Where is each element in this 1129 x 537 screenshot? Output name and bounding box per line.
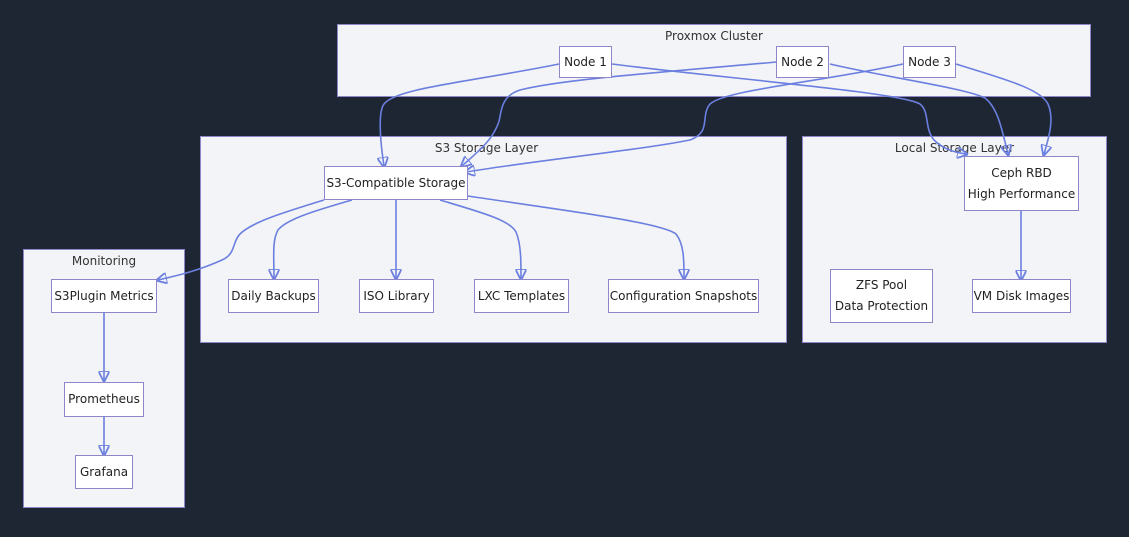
ceph-rbd-label: Ceph RBD <box>991 165 1052 180</box>
vm-disk-images-node[interactable]: VM Disk Images <box>972 279 1071 313</box>
cluster-s3-title: S3 Storage Layer <box>434 141 539 155</box>
prometheus-label: Prometheus <box>68 392 140 406</box>
node-2-label: Node 2 <box>781 54 824 69</box>
daily-backups-node[interactable]: Daily Backups <box>228 279 319 313</box>
daily-backups-label: Daily Backups <box>231 288 316 303</box>
zfs-pool-sublabel: Data Protection <box>834 299 929 313</box>
s3plugin-metrics-node[interactable]: S3Plugin Metrics <box>51 279 157 313</box>
lxc-templates-node[interactable]: LXC Templates <box>474 279 569 313</box>
lxc-templates-label: LXC Templates <box>477 288 566 303</box>
prometheus-node[interactable]: Prometheus <box>64 382 144 417</box>
zfs-pool-node[interactable]: ZFS Pool Data Protection <box>830 269 933 323</box>
cluster-proxmox: Proxmox Cluster <box>337 24 1091 97</box>
iso-library-node[interactable]: ISO Library <box>359 279 434 313</box>
iso-library-label: ISO Library <box>363 288 430 303</box>
node-2[interactable]: Node 2 <box>776 46 829 78</box>
s3-compatible-storage-label: S3-Compatible Storage <box>326 175 466 190</box>
ceph-rbd-node[interactable]: Ceph RBD High Performance <box>964 156 1079 211</box>
node-1-label: Node 1 <box>564 54 607 69</box>
cluster-proxmox-title: Proxmox Cluster <box>665 29 763 43</box>
cluster-monitoring-title: Monitoring <box>71 254 137 268</box>
s3plugin-metrics-label: S3Plugin Metrics <box>54 288 154 303</box>
grafana-node[interactable]: Grafana <box>75 455 133 489</box>
s3-compatible-storage-node[interactable]: S3-Compatible Storage <box>324 166 468 200</box>
configuration-snapshots-label: Configuration Snapshots <box>609 288 758 303</box>
node-3-label: Node 3 <box>908 54 951 69</box>
configuration-snapshots-node[interactable]: Configuration Snapshots <box>608 279 759 313</box>
grafana-label: Grafana <box>79 464 129 479</box>
ceph-rbd-sublabel: High Performance <box>967 186 1076 201</box>
cluster-local-title: Local Storage Layer <box>894 141 1015 155</box>
vm-disk-images-label: VM Disk Images <box>973 288 1070 303</box>
zfs-pool-label: ZFS Pool <box>855 278 908 292</box>
node-3[interactable]: Node 3 <box>903 46 956 78</box>
node-1[interactable]: Node 1 <box>559 46 612 78</box>
